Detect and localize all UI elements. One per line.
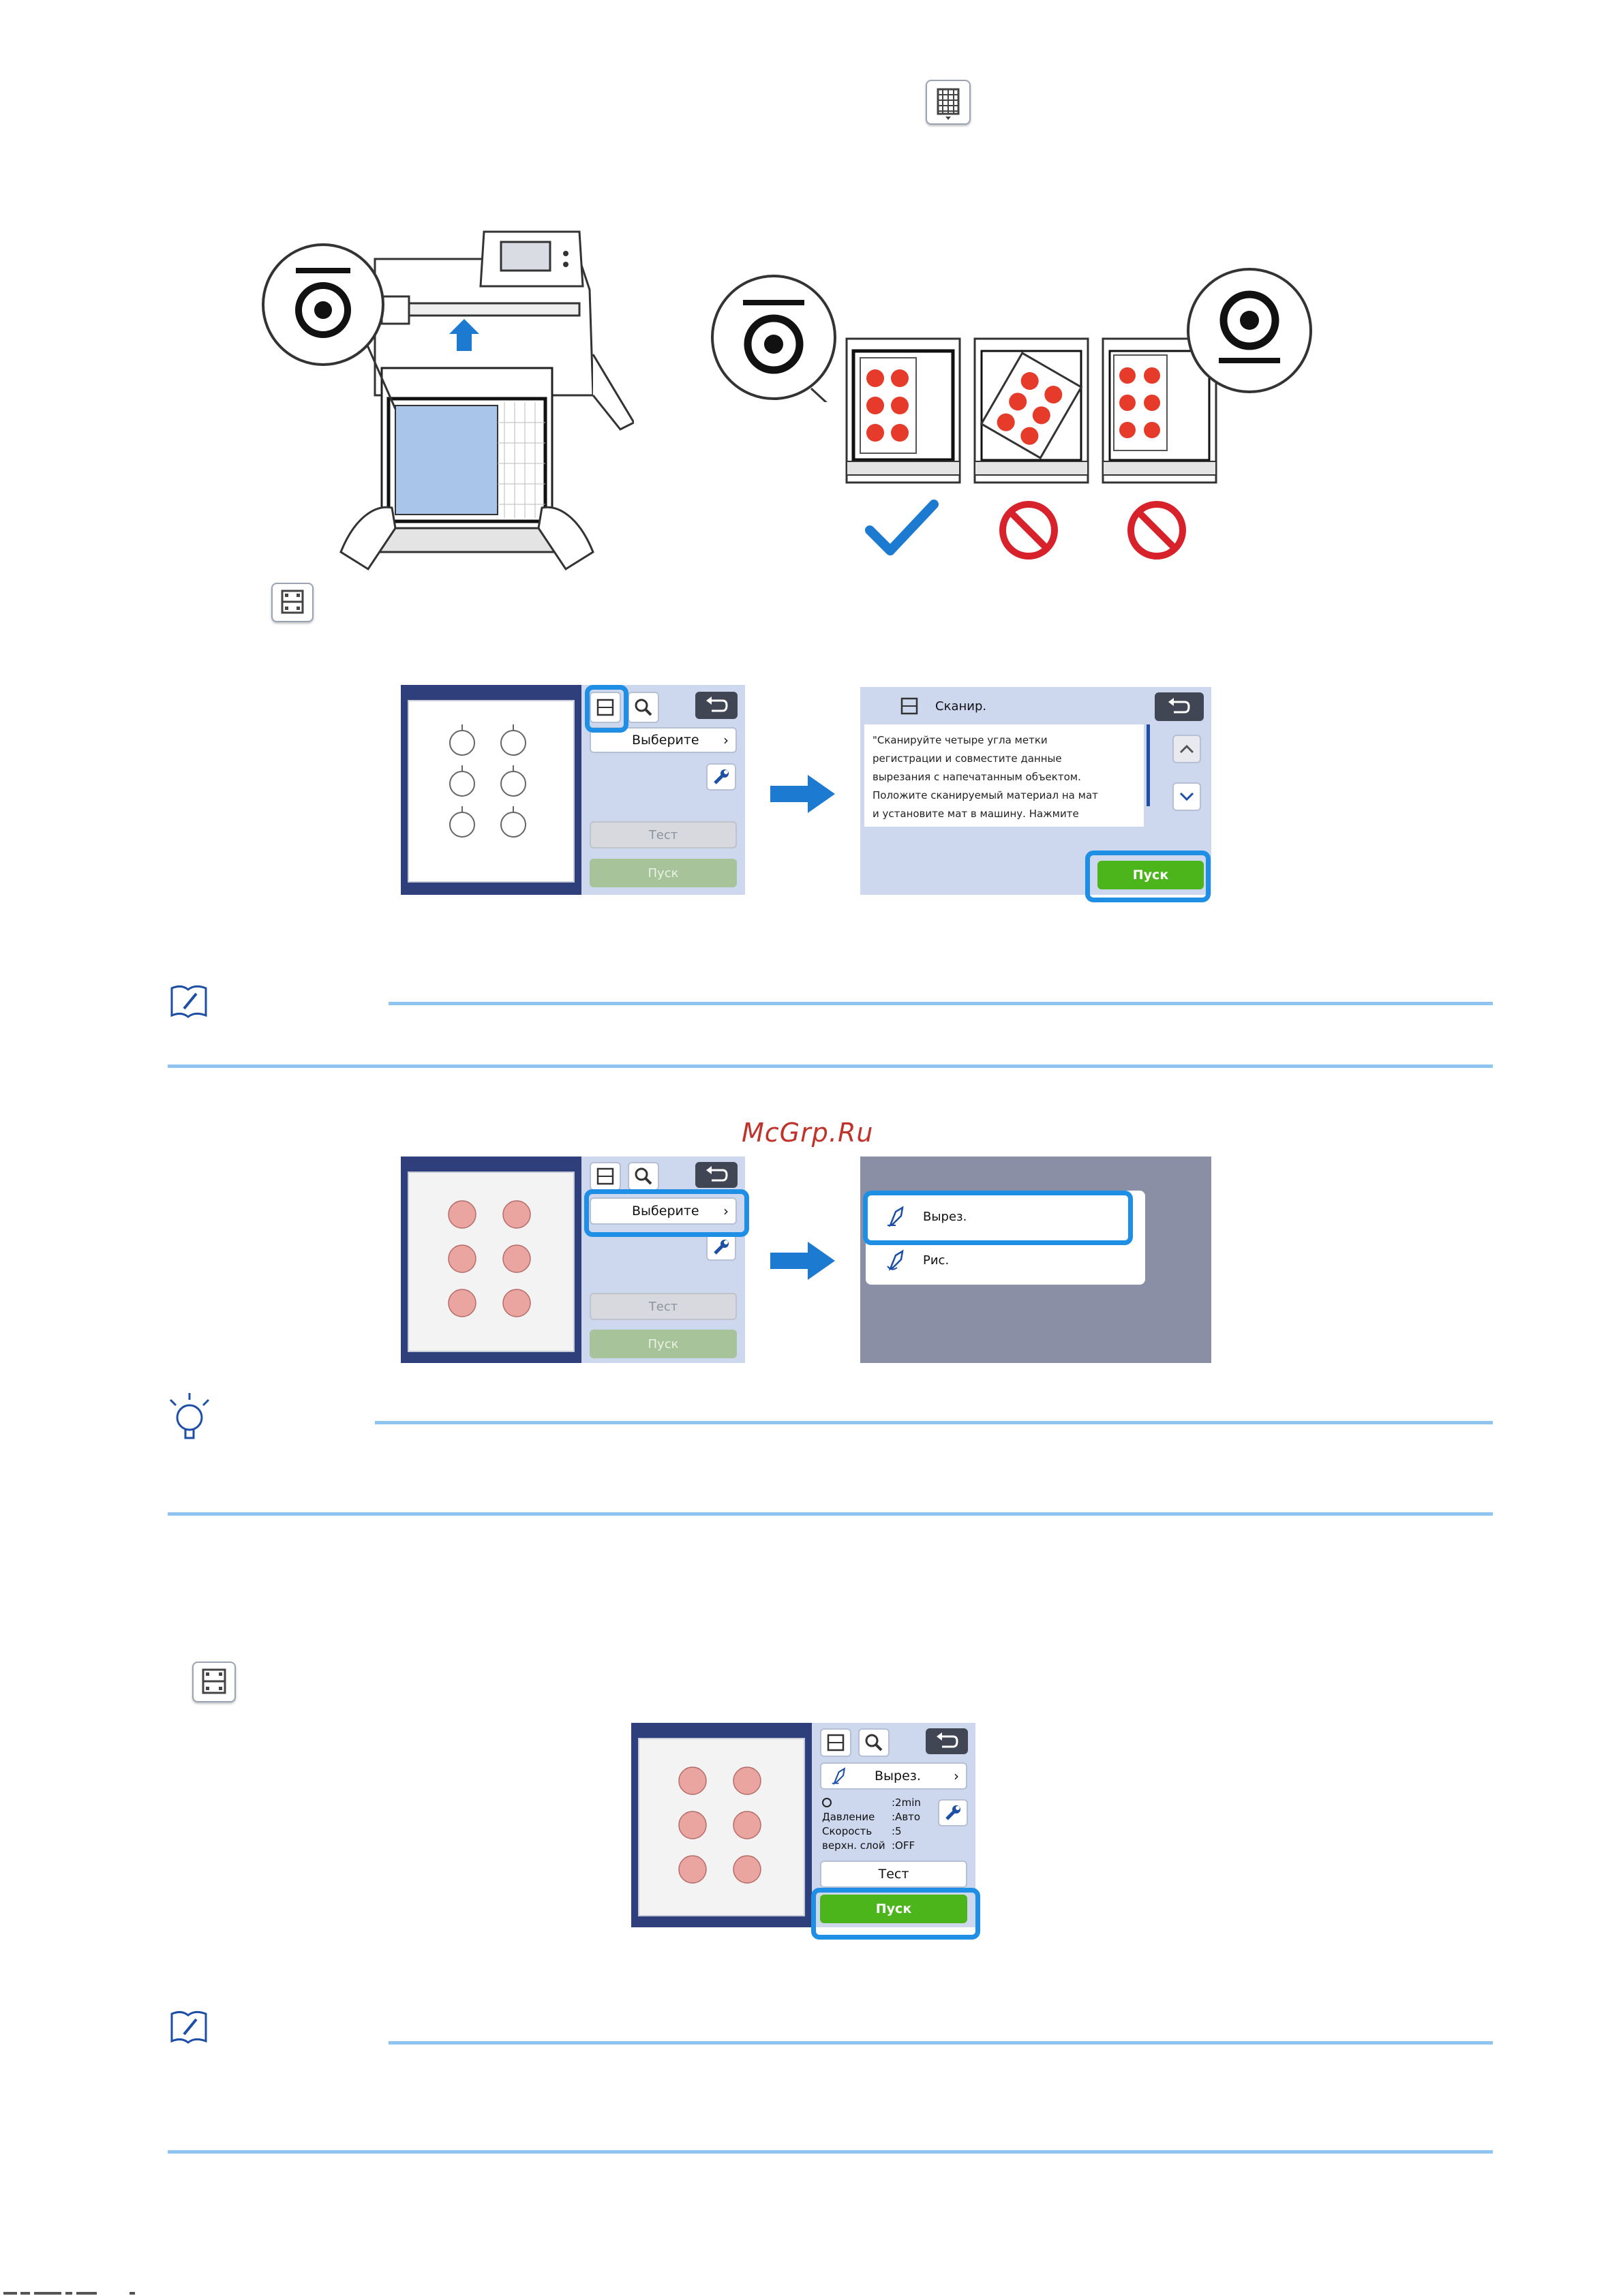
magnifier-button[interactable] (628, 692, 659, 723)
setting-value: :Авто (892, 1811, 921, 1823)
grid-mat-icon (926, 80, 971, 125)
highlight-select (584, 1189, 749, 1237)
mat-shifted (1102, 337, 1217, 484)
highlight-scan (585, 685, 628, 733)
pen-cut-icon (888, 1206, 904, 1227)
watermark: McGrp.Ru (742, 1118, 874, 1148)
select-label: Выберите (632, 1204, 699, 1219)
clock-icon (822, 1798, 832, 1807)
note-bulb-icon (165, 1390, 214, 1443)
chevron-right-icon: › (723, 732, 729, 748)
note-rule (168, 1065, 1493, 1068)
test-button[interactable]: Тест (590, 821, 737, 848)
select-button[interactable]: Выберите › (590, 1197, 737, 1225)
menu-item-draw[interactable]: Рис. (866, 1240, 1145, 1281)
menu-item-label: Вырез. (923, 1209, 967, 1224)
select-label: Выберите (632, 733, 699, 748)
highlight-cut (863, 1191, 1133, 1245)
apple-outlines (449, 724, 526, 838)
setting-value: :OFF (892, 1839, 915, 1852)
screen-pattern-view: Выберите › Тест Пуск (401, 685, 745, 895)
setting-label: верхн. слой (822, 1839, 885, 1852)
machine-illustration (252, 225, 636, 572)
mode-label: Вырез. (875, 1769, 921, 1784)
screen-ready-to-cut: Вырез. › :2min Давление :Авто Скорость :… (631, 1723, 975, 1927)
pen-draw-icon (887, 1249, 904, 1271)
settings-button[interactable] (706, 1234, 736, 1261)
start-button[interactable]: Пуск (1097, 861, 1204, 889)
menu-item-label: Рис. (923, 1253, 950, 1268)
start-button[interactable]: Пуск (590, 1330, 737, 1358)
magnifier-button[interactable] (628, 1162, 659, 1191)
note-rule (168, 2150, 1493, 2154)
message-box: "Сканируйте четыре угла метки регистраци… (864, 724, 1144, 827)
start-button[interactable]: Пуск (590, 859, 737, 887)
arrow-right-icon (770, 774, 838, 817)
message-line: и установите мат в машину. Нажмите (873, 808, 1079, 820)
mat-rotated (973, 337, 1089, 484)
magnifier-button[interactable] (858, 1728, 890, 1757)
memo-icon (168, 2007, 210, 2047)
scan-icon (192, 1662, 236, 1702)
screen-scan-message: Сканир. "Сканируйте четыре угла метки ре… (860, 687, 1211, 895)
memo-icon (168, 981, 210, 1021)
test-button[interactable]: Тест (820, 1861, 967, 1888)
target-mark-icon (709, 273, 857, 431)
note-rule (389, 2041, 1493, 2045)
settings-list: :2min Давление :Авто Скорость :5 верхн. … (822, 1796, 924, 1858)
printed-apples (448, 1200, 531, 1317)
scan-icon (896, 694, 923, 718)
setting-label: Скорость (822, 1825, 873, 1837)
menu-item-cut[interactable]: Вырез. (866, 1196, 1145, 1237)
prohibit-icon (1126, 500, 1187, 561)
setting-value: :2min (892, 1796, 921, 1809)
scan-button[interactable] (590, 1162, 621, 1191)
chevron-right-icon: › (723, 1203, 729, 1219)
note-rule (389, 1002, 1493, 1005)
note-rule (375, 1421, 1493, 1424)
scan-button[interactable] (820, 1728, 851, 1757)
screen-title: Сканир. (935, 699, 987, 714)
settings-button[interactable] (706, 763, 736, 791)
test-button[interactable]: Тест (590, 1293, 737, 1320)
back-button[interactable] (695, 1162, 738, 1188)
arrow-right-icon (770, 1240, 838, 1284)
start-button[interactable]: Пуск (820, 1895, 967, 1923)
message-line: вырезания с напечатанным объектом. (873, 771, 1081, 783)
settings-button[interactable] (938, 1799, 968, 1826)
page-footer-strip (0, 2286, 136, 2296)
highlight-start (1085, 851, 1211, 902)
message-line: регистрации и совместите данные (873, 752, 1062, 765)
mode-popup: Вырез. Рис. (866, 1191, 1145, 1285)
scroll-down-button[interactable] (1172, 782, 1201, 811)
back-button[interactable] (695, 692, 738, 719)
mat-correct (845, 337, 961, 484)
back-button[interactable] (1155, 692, 1204, 721)
check-icon (864, 498, 939, 559)
scan-button[interactable] (590, 692, 621, 723)
back-button[interactable] (926, 1728, 968, 1754)
target-mark-icon (1185, 266, 1314, 395)
message-line: "Сканируйте четыре угла метки (873, 734, 1048, 746)
target-mark-icon (260, 242, 386, 368)
setting-label: Давление (822, 1811, 875, 1823)
screen-scanned-view: Выберите › Тест Пуск (401, 1157, 745, 1363)
highlight-start (811, 1888, 980, 1940)
scroll-up-button[interactable] (1172, 735, 1201, 763)
prohibit-icon (998, 500, 1059, 561)
scan-icon (271, 583, 314, 622)
note-rule (168, 1512, 1493, 1516)
pen-cut-icon (832, 1767, 846, 1785)
screen-mode-menu: Вырез. Рис. (860, 1157, 1211, 1363)
message-line: Положите сканируемый материал на мат (873, 789, 1098, 801)
scrollbar[interactable] (1147, 724, 1150, 806)
setting-value: :5 (892, 1825, 902, 1837)
printed-apples (678, 1766, 761, 1884)
chevron-right-icon: › (954, 1768, 959, 1784)
mode-button[interactable]: Вырез. › (820, 1762, 967, 1790)
